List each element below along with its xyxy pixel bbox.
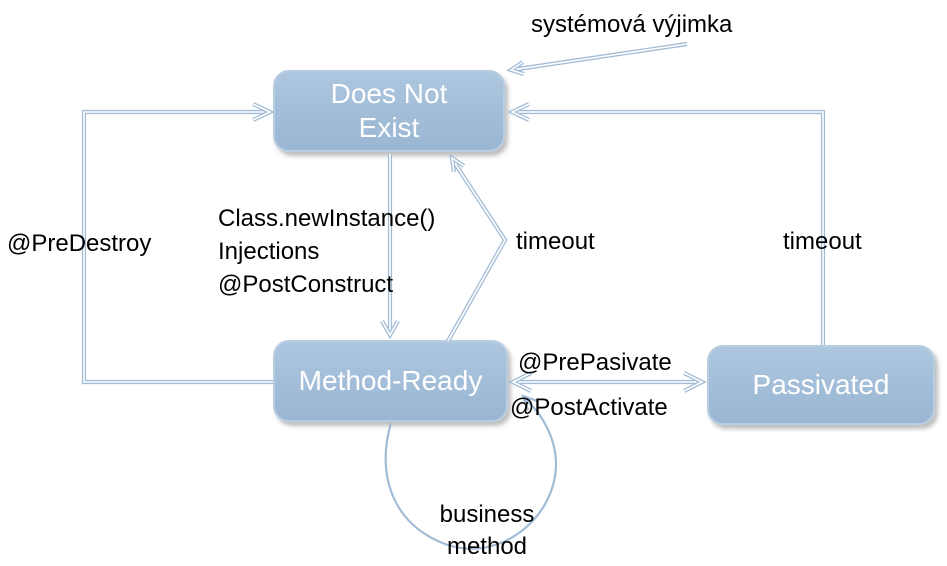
- edge-pre-destroy-arrowhead-icon: [252, 102, 275, 122]
- label-business-method-line2: method: [446, 533, 528, 560]
- edge-system-exception: [506, 41, 688, 77]
- state-method-ready-label: Method-Ready: [298, 364, 483, 396]
- label-pre-destroy: @PreDestroy: [7, 230, 152, 257]
- state-does-not-exist: Does Not Exist: [273, 70, 505, 152]
- state-does-not-exist-label-line1: Does Not: [330, 77, 448, 109]
- label-pre-pasivate: @PrePasivate: [518, 349, 672, 376]
- edge-timeout-method-ready-arrowhead-icon: [449, 153, 466, 173]
- label-create: Class.newInstance() Injections @PostCons…: [218, 202, 435, 301]
- edge-timeout-method-ready-line: [446, 163, 508, 343]
- edge-system-exception-line: [517, 41, 688, 72]
- state-does-not-exist-label-line2: Exist: [358, 112, 420, 143]
- state-method-ready: Method-Ready: [273, 340, 508, 422]
- label-create-line1: Class.newInstance(): [218, 205, 436, 232]
- edge-passivate-activate-right-arrowhead-icon: [683, 371, 707, 393]
- label-timeout-right: timeout: [783, 228, 862, 255]
- edge-system-exception-arrowhead-icon: [506, 60, 525, 77]
- label-create-line2: Injections: [218, 238, 320, 265]
- state-passivated-label: Passivated: [752, 368, 890, 400]
- label-create-line3: @PostConstruct: [218, 271, 394, 298]
- edge-create-arrowhead-icon: [380, 319, 400, 340]
- label-system-exception: systémová výjimka: [531, 11, 733, 38]
- label-post-activate: @PostActivate: [510, 394, 668, 421]
- label-timeout-left: timeout: [516, 228, 595, 255]
- label-business-method: business method: [417, 499, 557, 563]
- edge-timeout-method-ready: [446, 153, 508, 343]
- label-business-method-line1: business: [439, 501, 535, 528]
- state-passivated: Passivated: [707, 345, 935, 425]
- edge-timeout-passivated-arrowhead-icon: [507, 102, 530, 122]
